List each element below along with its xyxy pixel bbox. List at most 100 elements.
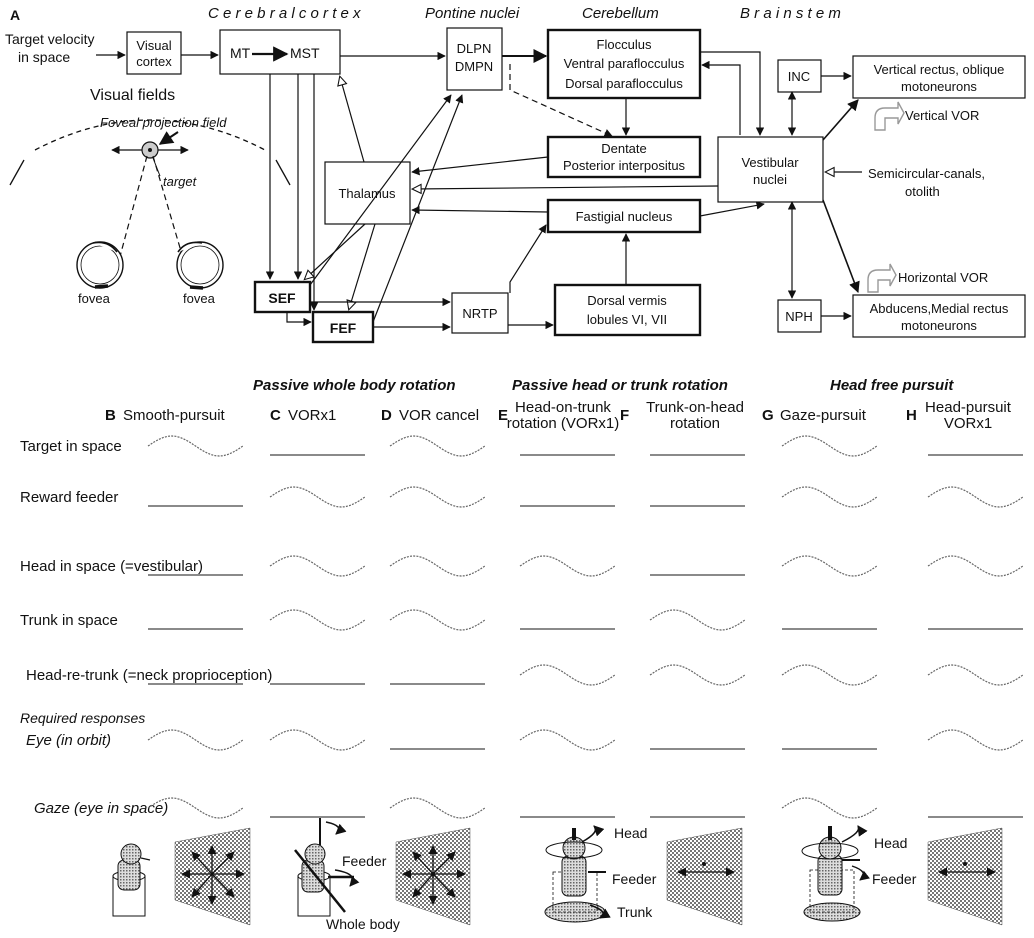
visual-cortex-label-1: Visual <box>136 38 171 53</box>
trace-r2-c6-sine <box>927 555 1024 577</box>
arrow-dmpn-dentate <box>509 64 613 137</box>
fovea-right-label: fovea <box>183 291 216 306</box>
trace-r6-c5-sine <box>781 797 878 819</box>
arrow-fastigial-thalamus <box>411 205 549 215</box>
monkey-illustration-b <box>112 843 151 917</box>
group-header-head-free: Head free pursuit <box>830 377 954 394</box>
mst-label: MST <box>290 45 320 61</box>
column-title-e-1: rotation (VORx1) <box>507 415 620 432</box>
visual-field-edge-right <box>275 159 291 186</box>
trace-r1-c1-sine <box>269 486 366 508</box>
head-e-label: Head <box>614 825 647 841</box>
arrow-sef-fef <box>286 312 312 327</box>
mt-label: MT <box>230 45 251 61</box>
nrtp-label: NRTP <box>462 306 497 321</box>
visual-cortex-label-2: cortex <box>136 54 172 69</box>
target-dot <box>148 148 152 152</box>
arrow-thalamus-fef <box>349 223 376 309</box>
column-letter-c: C <box>270 407 281 424</box>
arrow-fef-dlpn <box>372 94 464 323</box>
trunk-e-label: Trunk <box>617 904 653 920</box>
arrow-vestibular-vertical <box>822 99 859 141</box>
input-label-line1: Target velocity <box>5 31 94 47</box>
dorsal-vermis-label-1: Dorsal vermis <box>587 293 667 308</box>
visual-cortex-box <box>126 31 182 75</box>
trace-r1-c6-sine <box>927 486 1024 508</box>
dentate-label-1: Dentate <box>601 141 647 156</box>
required-responses-label: Required responses <box>20 710 145 726</box>
thalamus-label: Thalamus <box>338 186 396 201</box>
inc-label: INC <box>788 69 810 84</box>
trace-r3-c1-sine <box>269 609 366 631</box>
trace-r0-c2-sine <box>389 435 486 457</box>
dlpn-dmpn-box <box>446 27 503 91</box>
trace-r4-c6-sine <box>927 664 1024 686</box>
vestibular-label-1: Vestibular <box>741 155 799 170</box>
column-title-f-0: Trunk-on-head <box>646 399 744 416</box>
arrow-sef-dlpn <box>309 94 452 286</box>
trace-r4-c5-sine <box>781 664 878 686</box>
row-label-3: Trunk in space <box>20 612 118 629</box>
horizontal-vor-curved-arrow <box>867 263 897 293</box>
column-title-c-0: VORx1 <box>288 407 336 424</box>
target-screen-gh <box>927 827 1003 926</box>
vertical-motoneurons-label-1: Vertical rectus, oblique <box>874 62 1005 77</box>
flocculus-label-2: Ventral paraflocculus <box>564 56 685 71</box>
semicircular-label-1: Semicircular-canals, <box>868 166 985 181</box>
fef-label: FEF <box>330 320 357 336</box>
right-eye-icon <box>176 241 224 290</box>
dorsal-vermis-label-2: lobules VI, VII <box>587 312 667 327</box>
vestibular-label-2: nuclei <box>753 172 787 187</box>
flocculus-label-3: Dorsal paraflocculus <box>565 76 683 91</box>
foveal-field-label: Foveal projection field <box>100 115 227 130</box>
panel-a-label: A <box>10 7 20 23</box>
trace-r1-c2-sine <box>389 486 486 508</box>
fastigial-label: Fastigial nucleus <box>576 209 673 224</box>
column-title-g-0: Gaze-pursuit <box>780 407 867 424</box>
dorsal-vermis-box <box>553 283 702 337</box>
target-label: target <box>163 174 198 189</box>
trace-r5-c1-sine <box>269 729 366 751</box>
trace-r4-c4-sine <box>649 664 746 686</box>
visual-fields-label: Visual fields <box>90 87 175 104</box>
trace-r2-c1-sine <box>269 555 366 577</box>
feeder-e-label: Feeder <box>612 871 657 887</box>
group-header-whole-body: Passive whole body rotation <box>253 377 456 394</box>
row-label-0: Target in space <box>20 438 122 455</box>
mt-mst-box <box>219 29 341 75</box>
visual-field-edge-left <box>9 159 25 186</box>
column-title-d-0: VOR cancel <box>399 407 479 424</box>
trace-r5-c3-sine <box>519 729 616 751</box>
flocculus-box <box>546 28 702 100</box>
trace-r2-c3-sine <box>519 555 616 577</box>
arrow-vestibular-flocculus <box>701 60 741 135</box>
row-label-6: Gaze (eye in space) <box>34 800 168 817</box>
row-label-4: Head-re-trunk (=neck proprioception) <box>26 667 272 684</box>
monkey-illustration-cd <box>294 818 360 917</box>
trace-r0-c0-sine <box>147 435 244 457</box>
nrtp-box <box>451 292 509 334</box>
monkey-illustration-ef <box>544 825 611 923</box>
whole-body-label: Whole body <box>326 916 400 932</box>
abducens-box <box>852 294 1026 338</box>
left-eye-icon <box>76 241 124 289</box>
flocculus-label-1: Flocculus <box>597 37 652 52</box>
vertical-motoneurons-box <box>852 55 1026 99</box>
horizontal-vor-label: Horizontal VOR <box>898 270 988 285</box>
arrow-dentate-thalamus <box>411 156 549 176</box>
column-letter-d: D <box>381 407 392 424</box>
monkey-illustration-gh <box>801 825 870 922</box>
head-g-label: Head <box>874 835 907 851</box>
trace-r5-c0-sine <box>147 729 244 751</box>
arrow-nrtp-fastigial <box>509 224 547 293</box>
column-letter-f: F <box>620 407 629 424</box>
column-letter-h: H <box>906 407 917 424</box>
nph-label: NPH <box>785 309 812 324</box>
abducens-label-2: motoneurons <box>901 318 977 333</box>
group-header-head-trunk: Passive head or trunk rotation <box>512 377 728 394</box>
vertical-vor-curved-arrow <box>874 101 905 131</box>
target-screen-b <box>174 827 251 926</box>
foveal-field-pointer <box>158 131 179 145</box>
header-brainstem: B r a i n s t e m <box>740 5 841 22</box>
